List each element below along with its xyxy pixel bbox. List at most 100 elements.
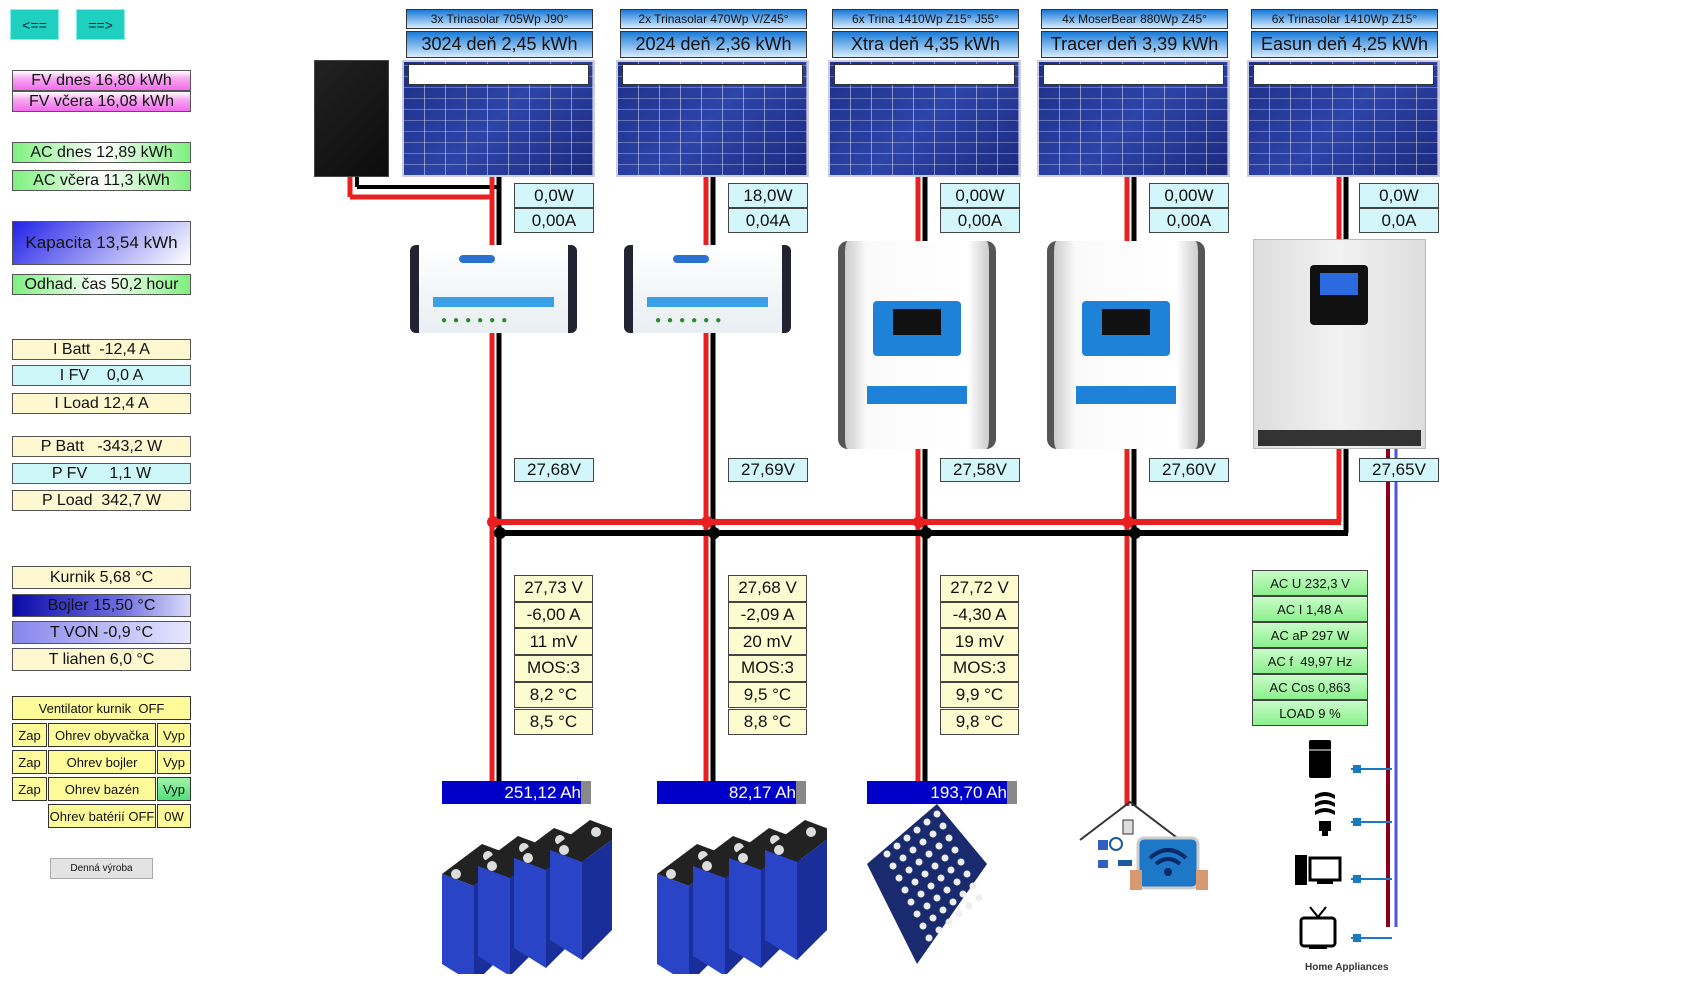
ac-value: LOAD 9 %	[1252, 700, 1368, 726]
controller-stripe	[647, 297, 768, 307]
junction-dot	[920, 527, 932, 539]
battery-heat-status: Ohrev batérií OFF	[48, 804, 156, 828]
home-appliances-label: Home Appliances	[1305, 962, 1389, 973]
temp-kurnik: Kurnik 5,68 °C	[12, 566, 191, 589]
capacity: Kapacita 13,54 kWh	[12, 221, 191, 265]
string-power: 18,0W	[728, 183, 808, 208]
black-solar-panel	[314, 60, 389, 177]
bms-value: 27,72 V	[940, 575, 1019, 602]
controller-voltage: 27,68V	[514, 458, 594, 482]
string-power: 0,00W	[1149, 183, 1229, 208]
string-power: 0,0W	[1359, 183, 1439, 208]
mppt-charge-controller	[1047, 241, 1205, 449]
junction-dot	[494, 527, 506, 539]
p-load: P Load 342,7 W	[12, 490, 191, 511]
controller-display	[1082, 301, 1170, 356]
string-name: 3x Trinasolar 705Wp J90°	[406, 9, 593, 29]
living-heat-off-button[interactable]: Vyp	[157, 723, 191, 747]
bms-value: MOS:3	[940, 655, 1019, 682]
string-name: 2x Trinasolar 470Wp V/Z45°	[620, 9, 807, 29]
daily-production-button[interactable]: Denná výroba	[50, 858, 153, 879]
temp-von: T VON -0,9 °C	[12, 621, 191, 644]
bms-value: -2,09 A	[728, 601, 807, 629]
bms-value: 11 mV	[514, 628, 593, 656]
battery-capacity-bar: 193,70 Ah	[867, 781, 1017, 804]
cylindrical-battery-pack-icon	[867, 804, 987, 964]
pool-heat-on-button[interactable]: Zap	[12, 777, 47, 801]
bms-value: MOS:3	[514, 655, 593, 682]
string-power: 0,00W	[940, 183, 1020, 208]
i-load: I Load 12,4 A	[12, 393, 191, 414]
smart-home-icon	[1079, 800, 1208, 890]
inverter-display	[1310, 265, 1368, 325]
junction-dot	[708, 527, 720, 539]
controller-voltage: 27,60V	[1149, 458, 1229, 482]
bms-value: 8,2 °C	[514, 681, 593, 709]
computer-icon	[1295, 855, 1342, 885]
string-current: 0,00A	[1149, 208, 1229, 233]
lifepo4-battery-icon	[442, 820, 612, 974]
solar-panel	[1037, 60, 1230, 177]
boiler-heat-on-button[interactable]: Zap	[12, 750, 47, 774]
battery-capacity-value: 82,17 Ah	[728, 782, 796, 802]
battery-capacity-value: 251,12 Ah	[504, 782, 581, 802]
controller-voltage: 27,65V	[1359, 458, 1439, 482]
bms-value: 8,5 °C	[514, 708, 593, 736]
living-heat-on-button[interactable]: Zap	[12, 723, 47, 747]
bms-value: 19 mV	[940, 628, 1019, 656]
fv-today: FV dnes 16,80 kWh	[12, 70, 191, 91]
mppt-label-stripe	[1076, 386, 1176, 404]
panel-label-box	[622, 64, 803, 85]
solar-panel	[1247, 60, 1440, 177]
panel-label-box	[1043, 64, 1224, 85]
string-daily-yield: 3024 deň 2,45 kWh	[406, 31, 593, 58]
ac-value: AC U 232,3 V	[1252, 570, 1368, 596]
brand-logo	[459, 255, 495, 263]
fv-yesterday: FV včera 16,08 kWh	[12, 91, 191, 112]
estimated-time: Odhad. čas 50,2 hour	[12, 274, 191, 295]
capacity-bar-remainder	[1006, 781, 1017, 804]
lifepo4-battery-icon	[657, 820, 827, 974]
string-daily-yield: Xtra deň 4,35 kWh	[832, 31, 1019, 58]
controller-stripe	[433, 297, 554, 307]
string-current: 0,00A	[940, 208, 1020, 233]
boiler-heat-off-button[interactable]: Vyp	[157, 750, 191, 774]
i-batt: I Batt -12,4 A	[12, 339, 191, 360]
bms-value: MOS:3	[728, 655, 807, 682]
boiler-heat-label: Ohrev bojler	[48, 750, 156, 774]
battery-heat-power: 0W	[157, 804, 191, 828]
string-daily-yield: Easun deň 4,25 kWh	[1251, 31, 1438, 58]
bms-value: 9,8 °C	[940, 708, 1019, 736]
controller-voltage: 27,69V	[728, 458, 808, 482]
hybrid-inverter	[1253, 239, 1426, 449]
home-appliances	[1295, 740, 1392, 949]
controller-display	[873, 301, 961, 356]
terminal-icons: ●●●●●●	[441, 315, 514, 326]
string-daily-yield: Tracer deň 3,39 kWh	[1041, 31, 1228, 58]
bms-value: 8,8 °C	[728, 708, 807, 736]
pool-heat-off-button[interactable]: Vyp	[157, 777, 191, 801]
junction-dot	[1129, 527, 1141, 539]
bulb-icon	[1315, 792, 1335, 836]
string-power: 0,0W	[514, 183, 594, 208]
prev-button[interactable]: <==	[10, 9, 59, 40]
string-name: 6x Trinasolar 1410Wp Z15°	[1251, 9, 1438, 29]
panel-label-box	[408, 64, 589, 85]
ac-value: AC Cos 0,863	[1252, 674, 1368, 700]
capacity-bar-remainder	[795, 781, 806, 804]
pool-heat-label: Ohrev bazén	[48, 777, 156, 801]
panel-label-box	[834, 64, 1015, 85]
junction-dot	[487, 516, 499, 528]
bms-value: 27,73 V	[514, 575, 593, 602]
string-daily-yield: 2024 deň 2,36 kWh	[620, 31, 807, 58]
mppt-charge-controller	[838, 241, 996, 449]
p-batt: P Batt -343,2 W	[12, 436, 191, 457]
string-current: 0,0A	[1359, 208, 1439, 233]
fridge-icon	[1309, 740, 1331, 778]
tv-icon	[1299, 906, 1337, 949]
temp-liahen: T liahen 6,0 °C	[12, 648, 191, 671]
next-button[interactable]: ==>	[76, 9, 125, 40]
bms-value: -6,00 A	[514, 601, 593, 629]
temp-bojler: Bojler 15,50 °C	[12, 594, 191, 617]
panel-label-box	[1253, 64, 1434, 85]
